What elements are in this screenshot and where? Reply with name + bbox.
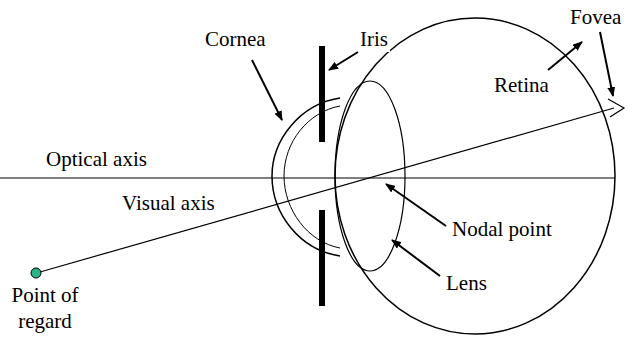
part-label: Nodal point [450,216,554,242]
cornea-inner [284,106,340,248]
axis-label: Visual axis [120,190,217,216]
cornea-outline [272,98,340,256]
cornea-leader [252,60,282,120]
part-label: Retina [492,72,551,98]
part-label: Cornea [203,26,268,52]
lens-leader [392,240,440,276]
iris-upper [319,46,325,142]
point-of-regard-dot [31,268,41,278]
axis-label: Optical axis [44,146,149,172]
fovea-notch [608,99,624,117]
nodal-point-leader [386,184,446,226]
fovea-leader [600,32,613,96]
part-label: Lens [444,270,489,296]
visual-axis-line [40,108,614,272]
optical-axis-line [0,177,615,178]
part-label: Fovea [568,4,623,30]
iris-lower [319,210,325,306]
iris-leader [329,52,358,70]
part-label: Iris [358,26,390,52]
retina-leader [548,42,582,70]
point-label: Point of regard [0,282,90,335]
